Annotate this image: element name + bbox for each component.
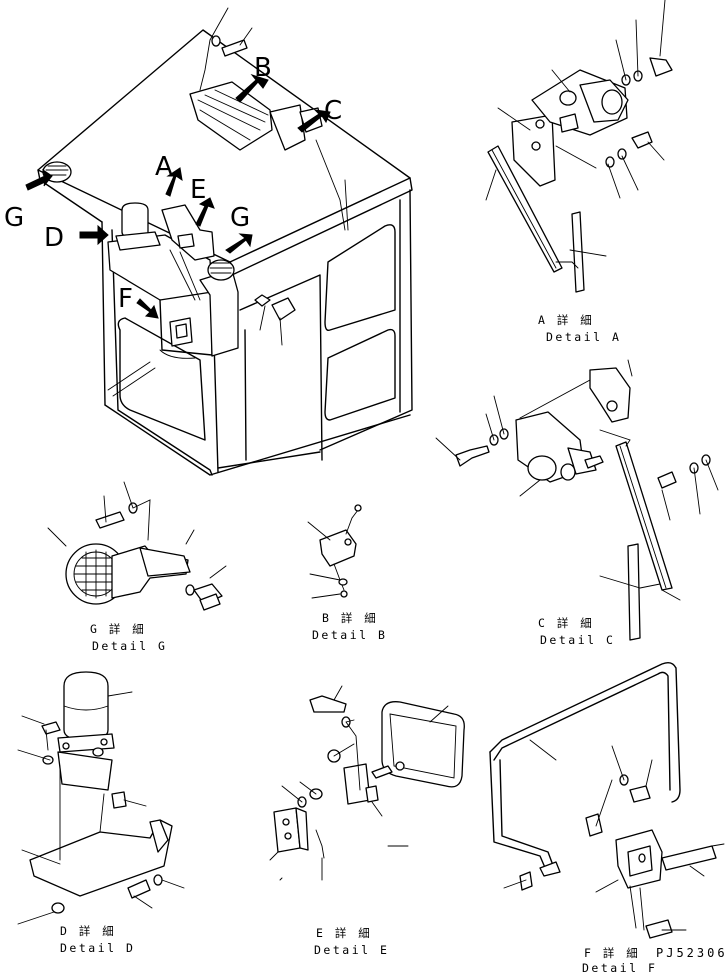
caption-f-jp: F 詳 細 (584, 946, 640, 960)
detail-a-drawing (485, 0, 673, 293)
top-bolt-group (209, 7, 253, 57)
detail-g-drawing (47, 481, 227, 611)
caption-d-jp: D 詳 細 (60, 924, 116, 938)
caption-b-jp: B 詳 細 (322, 611, 378, 625)
caption-a-jp: A 詳 細 (538, 313, 594, 327)
caption-g-jp: G 詳 細 (90, 622, 146, 636)
caption-c-en: Detail C (540, 633, 615, 647)
callout-letter-g-right: G (230, 203, 250, 233)
caption-e-en: Detail E (314, 943, 389, 957)
detail-c-drawing (435, 359, 719, 641)
detail-captions: A 詳 細 Detail A B 詳 細 Detail B C 詳 細 Deta… (60, 313, 657, 975)
callout-letter-a: A (155, 152, 173, 182)
callout-letters: B C A E G G D F (4, 53, 342, 314)
detail-f-drawing (489, 661, 725, 939)
callout-letter-c: C (324, 96, 342, 126)
detail-e-drawing (269, 685, 465, 881)
callout-letter-b: B (254, 53, 272, 83)
callout-letter-e: E (190, 175, 206, 205)
caption-g-en: Detail G (92, 639, 167, 653)
callout-letter-d: D (44, 223, 64, 253)
drawing-code: PJ52306 (656, 946, 728, 960)
caption-a-en: Detail A (546, 330, 621, 344)
caption-b-en: Detail B (312, 628, 387, 642)
detail-d-drawing (17, 671, 185, 925)
callout-letter-f: F (118, 284, 133, 314)
callout-arrows (25, 74, 331, 319)
caption-d-en: Detail D (60, 941, 135, 955)
caption-e-jp: E 詳 細 (316, 926, 372, 940)
caption-c-jp: C 詳 細 (538, 616, 594, 630)
detail-b-drawing (307, 504, 362, 599)
caption-f-en: Detail F (582, 961, 657, 975)
callout-letter-g-left: G (4, 203, 24, 233)
cab-assembly (37, 29, 413, 476)
